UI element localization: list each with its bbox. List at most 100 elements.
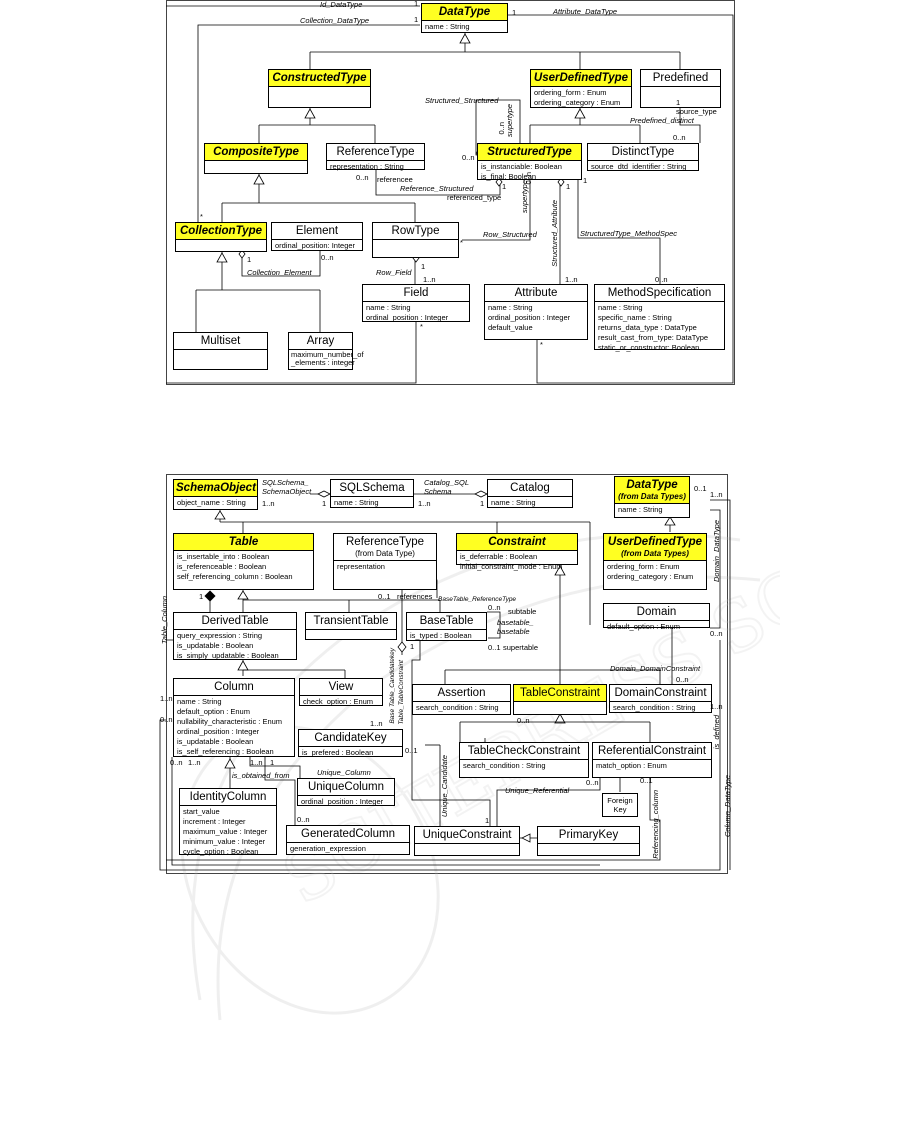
class-attr: query_expression : String — [177, 631, 263, 640]
multiplicity: 0..n — [676, 675, 689, 684]
multiplicity: 1 — [583, 176, 588, 185]
assoc-label: Structured_Structured — [425, 96, 499, 105]
multiplicity: 1..n — [188, 758, 201, 767]
class-uniqueconstraint[interactable]: UniqueConstraint — [414, 826, 520, 856]
class-name-text: DataType — [626, 479, 678, 491]
class-constraint[interactable]: Constraint is_deferrable : Boolean initi… — [456, 533, 578, 571]
class-referencetype[interactable]: ReferenceType representation : String — [326, 143, 425, 171]
class-attr: ordinal_position : Integer — [488, 313, 571, 322]
class-domainconstraint[interactable]: DomainConstraint search_condition : Stri… — [609, 684, 712, 713]
class-catalog[interactable]: Catalog name : String — [487, 479, 573, 508]
class-compositetype[interactable]: CompositeType — [204, 143, 308, 174]
class-attr: ordering_form : Enum — [534, 88, 607, 97]
class-attr: ordinal_position : Integer — [301, 797, 384, 806]
class-datatype-ref[interactable]: DataType(from Data Types) name : String — [614, 476, 690, 518]
class-table[interactable]: Table is_insertable_into : Boolean is_re… — [173, 533, 314, 590]
class-name: GeneratedColumn — [287, 826, 409, 843]
class-uniquecolumn[interactable]: UniqueColumn ordinal_position : Integer — [297, 778, 395, 806]
class-referencetype-ref[interactable]: ReferenceType(from Data Type) representa… — [333, 533, 437, 590]
class-distincttype[interactable]: DistinctType source_dtd_identifier : Str… — [587, 143, 699, 171]
class-identitycolumn[interactable]: IdentityColumn start_value increment : I… — [179, 788, 277, 856]
assoc-label: is_obtained_from — [232, 771, 290, 780]
class-name: Column — [174, 679, 294, 696]
class-attr: ordinal_position: Integer — [275, 241, 356, 250]
class-view[interactable]: View check_option : Enum — [299, 678, 383, 706]
class-userdefinedtype[interactable]: UserDefinedType ordering_form : Enum ord… — [530, 69, 632, 108]
class-attr: name : String — [334, 498, 379, 507]
multiplicity: 1 — [322, 499, 327, 508]
class-attr: search_condition : String — [463, 761, 546, 770]
class-name: MethodSpecification — [595, 285, 724, 302]
class-sqlschema[interactable]: SQLSchema name : String — [330, 479, 414, 508]
class-schemaobject[interactable]: SchemaObject object_name : String — [173, 479, 258, 510]
class-collectiontype[interactable]: CollectionType — [175, 222, 267, 252]
assoc-label: Unique_Candidate — [440, 755, 449, 818]
class-tablecheckconstraint[interactable]: TableCheckConstraint search_condition : … — [459, 742, 589, 778]
class-attr: is_referenceable : Boolean — [177, 562, 267, 571]
class-attr: result_cast_from_type: DataType — [598, 333, 709, 342]
assoc-label: Table_TableConstraint — [398, 660, 405, 725]
multiplicity: 0..n — [488, 603, 501, 612]
class-field[interactable]: Field name : String ordinal_position : I… — [362, 284, 470, 322]
class-generatedcolumn[interactable]: GeneratedColumn generation_expression — [286, 825, 410, 855]
class-rowtype[interactable]: RowType — [372, 222, 459, 258]
multiplicity: 0..n — [710, 629, 723, 638]
multiplicity: 0..n — [356, 173, 369, 182]
multiplicity: 1..n — [710, 490, 723, 499]
class-tableconstraint[interactable]: TableConstraint — [513, 684, 607, 715]
class-attr: ordering_category : Enum — [534, 98, 621, 107]
assoc-label: source_type — [676, 107, 717, 116]
class-methodspecification[interactable]: MethodSpecification name : String specif… — [594, 284, 725, 352]
assoc-label: Reference_Structured — [400, 184, 474, 193]
class-attr: name : String — [491, 498, 536, 507]
class-assertion[interactable]: Assertion search_condition : String — [412, 684, 511, 715]
multiplicity: 0..n — [170, 758, 183, 767]
class-domain[interactable]: Domain default_option : Enum — [603, 603, 710, 631]
class-name: CandidateKey — [299, 730, 402, 747]
assoc-label: is_defined — [712, 715, 721, 750]
class-attribute[interactable]: Attribute name : String ordinal_position… — [484, 284, 588, 340]
class-primarykey[interactable]: PrimaryKey — [537, 826, 640, 856]
class-attr: is_updatable : Boolean — [177, 737, 254, 746]
class-attr: generation_expression — [290, 844, 366, 853]
class-attr: name : String — [598, 303, 643, 312]
class-attr: ordinal_position : Integer — [177, 727, 260, 736]
class-basetable[interactable]: BaseTable is_typed : Boolean — [406, 612, 487, 641]
class-derivedtable[interactable]: DerivedTable query_expression : String i… — [173, 612, 297, 660]
multiplicity: 0..1 — [640, 776, 653, 785]
note-foreign-key: Foreign Key — [602, 793, 638, 817]
class-candidatekey[interactable]: CandidateKey is_prefered : Boolean — [298, 729, 403, 757]
class-name: ReferenceType — [327, 144, 424, 161]
class-attr: _elements : integer — [291, 358, 355, 367]
multiplicity: 1..n — [160, 694, 173, 703]
class-datatype[interactable]: DataType name : String — [421, 3, 508, 33]
class-attr: is_insertable_into : Boolean — [177, 552, 270, 561]
class-name: Constraint — [457, 534, 577, 551]
assoc-label: supertable — [503, 643, 539, 652]
class-referentialconstraint[interactable]: ReferentialConstraint match_option : Enu… — [592, 742, 712, 778]
multiplicity: 0..1 — [488, 643, 501, 652]
class-multiset[interactable]: Multiset — [173, 332, 268, 370]
class-column[interactable]: Column name : String default_option : En… — [173, 678, 295, 757]
class-attr: is_self_referencing : Boolean — [177, 747, 274, 756]
class-name: ReferenceType(from Data Type) — [334, 534, 436, 561]
class-array[interactable]: Array maximum_number_of _elements : inte… — [288, 332, 364, 370]
class-constructedtype[interactable]: ConstructedType — [268, 69, 371, 108]
class-package: (from Data Type) — [355, 549, 415, 558]
class-name: CollectionType — [176, 223, 266, 240]
class-predefined[interactable]: Predefined — [640, 69, 721, 108]
class-attr: representation : String — [330, 162, 404, 171]
class-structuredtype[interactable]: StructuredType is_instanciable: Boolean … — [477, 143, 582, 181]
class-attr: returns_data_type : DataType — [598, 323, 697, 332]
multiplicity: 0..n — [673, 133, 686, 142]
class-name: TableConstraint — [514, 685, 606, 702]
class-element[interactable]: Element ordinal_position: Integer — [271, 222, 363, 251]
class-transienttable[interactable]: TransientTable — [305, 612, 397, 640]
class-attr: default_option : Enum — [177, 707, 250, 716]
class-userdefinedtype-ref[interactable]: UserDefinedType(from Data Types) orderin… — [603, 533, 707, 590]
class-name: Domain — [604, 604, 709, 621]
class-attr: is_updatable : Boolean — [177, 641, 254, 650]
class-attr: is_instanciable: Boolean — [481, 162, 562, 171]
class-name: SchemaObject — [174, 480, 257, 497]
